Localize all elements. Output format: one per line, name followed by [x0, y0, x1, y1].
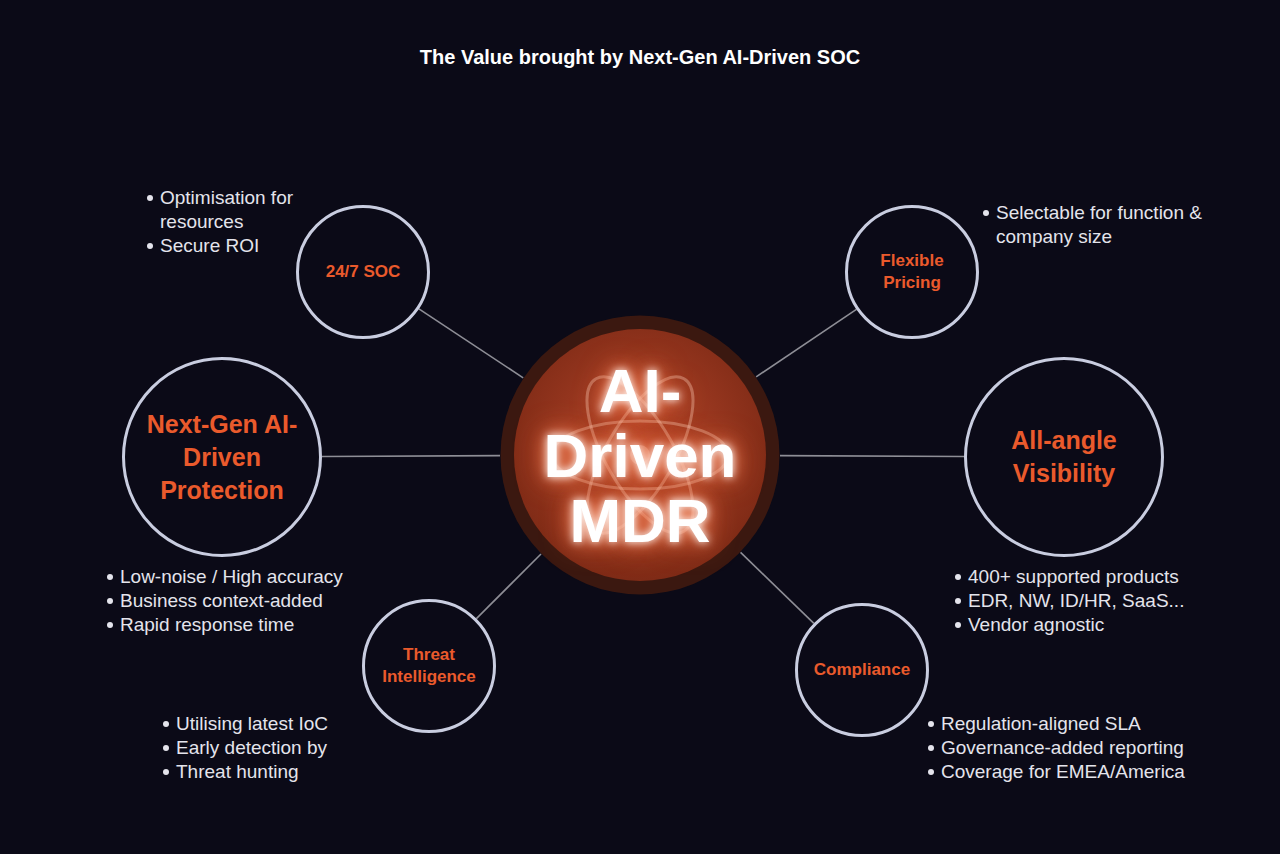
connector-line	[780, 455, 964, 457]
bullet-point: Coverage for EMEA/America	[928, 760, 1228, 784]
hub-label: AI- Driven MDR	[535, 358, 745, 553]
connector-line	[419, 309, 523, 378]
diagram-title: The Value brought by Next-Gen AI-Driven …	[0, 46, 1280, 69]
bullet-point: Regulation-aligned SLA	[928, 712, 1228, 736]
circle-outline	[964, 357, 1164, 557]
circle-heading: Compliance	[807, 659, 917, 681]
heading-holder: All-angle Visibility	[964, 357, 1164, 557]
value-circle: Flexible PricingSelectable for function …	[845, 205, 979, 339]
bullet-point: EDR, NW, ID/HR, SaaS...	[955, 589, 1255, 613]
circle-heading: All-angle Visibility	[982, 424, 1147, 490]
bullet-list: Optimisation for resourcesSecure ROI	[147, 186, 327, 258]
circle-heading: Next-Gen AI-Driven Protection	[140, 408, 305, 507]
bullet-point: Early detection by	[163, 736, 393, 760]
connector-line	[322, 455, 500, 457]
value-circle: All-angle Visibility400+ supported produ…	[964, 357, 1164, 557]
circle-border	[124, 359, 321, 556]
connector-line	[476, 554, 541, 619]
bullet-point: Vendor agnostic	[955, 613, 1255, 637]
value-circle: Threat IntelligenceUtilising latest IoCE…	[362, 599, 496, 733]
circle-outline	[362, 599, 496, 733]
circle-heading: Threat Intelligence	[373, 644, 485, 688]
circle-border	[298, 207, 429, 338]
heading-holder: AI- Driven MDR	[500, 315, 780, 595]
hub-ring	[501, 316, 780, 595]
bullet-point: Optimisation for resources	[147, 186, 327, 234]
circle-border	[847, 207, 978, 338]
circle-border	[966, 359, 1163, 556]
connector-line	[756, 309, 856, 376]
bullet-list: Low-noise / High accuracyBusiness contex…	[107, 565, 417, 637]
bullet-list: Selectable for function & company size	[983, 201, 1233, 249]
heading-holder: Compliance	[795, 603, 929, 737]
bullet-point: Utilising latest IoC	[163, 712, 393, 736]
hub-circle: AI- Driven MDR	[500, 315, 780, 595]
bullet-point: Governance-added reporting	[928, 736, 1228, 760]
bullet-list: Utilising latest IoCEarly detection byTh…	[163, 712, 393, 784]
heading-holder: Next-Gen AI-Driven Protection	[122, 357, 322, 557]
bullet-point: Selectable for function & company size	[983, 201, 1233, 249]
bullet-point: Threat hunting	[163, 760, 393, 784]
bullet-point: Secure ROI	[147, 234, 327, 258]
heading-holder: Flexible Pricing	[845, 205, 979, 339]
circle-heading: 24/7 SOC	[308, 261, 418, 283]
bullet-list: Regulation-aligned SLAGovernance-added r…	[928, 712, 1228, 784]
value-circle: 24/7 SOCOptimisation for resourcesSecure…	[296, 205, 430, 339]
connector-line	[741, 552, 814, 623]
hub-fill	[514, 329, 766, 581]
heading-holder: 24/7 SOC	[296, 205, 430, 339]
circle-border	[797, 605, 928, 736]
circle-heading: Flexible Pricing	[862, 250, 962, 294]
heading-holder: Threat Intelligence	[362, 599, 496, 733]
bullet-point: 400+ supported products	[955, 565, 1255, 589]
bullet-point: Low-noise / High accuracy	[107, 565, 417, 589]
value-circle: Next-Gen AI-Driven ProtectionLow-noise /…	[122, 357, 322, 557]
bullet-point: Business context-added	[107, 589, 417, 613]
value-circle: ComplianceRegulation-aligned SLAGovernan…	[795, 603, 929, 737]
bullet-list: 400+ supported productsEDR, NW, ID/HR, S…	[955, 565, 1255, 637]
circle-outline	[845, 205, 979, 339]
circle-border	[364, 601, 495, 732]
